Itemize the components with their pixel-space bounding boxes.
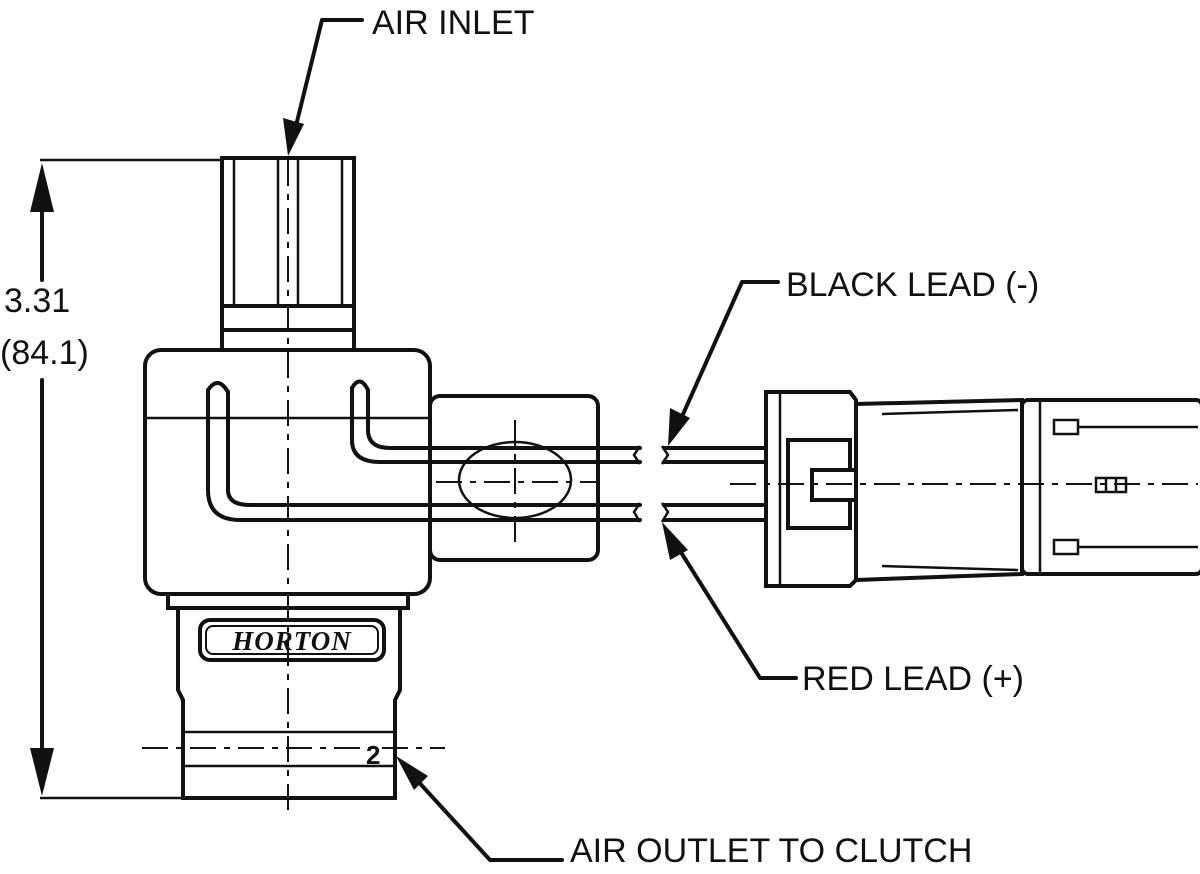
air-inlet-label: AIR INLET bbox=[372, 4, 534, 42]
connector-receptacle bbox=[1020, 398, 1200, 576]
height-dimension: 3.31 (84.1) bbox=[0, 158, 220, 800]
brand-badge bbox=[198, 618, 386, 662]
black-wire-outer bbox=[366, 388, 642, 450]
air-inlet-callout: AIR INLET bbox=[283, 4, 534, 156]
black-lead-callout: BLACK LEAD (-) bbox=[668, 266, 1039, 446]
black-wire-inner bbox=[350, 386, 642, 464]
electrical-connector: B A bbox=[764, 390, 1200, 588]
center-lines bbox=[142, 160, 1198, 810]
black-lead-arrow bbox=[668, 408, 690, 446]
connector-body bbox=[854, 397, 1024, 583]
air-outlet-label: AIR OUTLET TO CLUTCH bbox=[570, 832, 972, 870]
red-lead-callout: RED LEAD (+) bbox=[662, 522, 1024, 698]
dimension-inches: 3.31 bbox=[4, 282, 70, 320]
black-lead-label: BLACK LEAD (-) bbox=[786, 266, 1039, 304]
brand-logo: HORTON bbox=[231, 626, 352, 656]
dimension-arrow-up bbox=[30, 163, 54, 212]
lead-wires bbox=[660, 445, 772, 523]
air-outlet-arrow bbox=[396, 756, 428, 790]
red-wire-outer bbox=[226, 390, 642, 507]
red-lead-label: RED LEAD (+) bbox=[802, 660, 1024, 698]
red-wire-inner bbox=[206, 388, 642, 522]
dimension-arrow-down bbox=[30, 748, 54, 796]
solenoid-body bbox=[143, 348, 642, 596]
dimension-millimeters: (84.1) bbox=[0, 334, 89, 372]
air-outlet-callout: AIR OUTLET TO CLUTCH bbox=[396, 756, 972, 870]
port-number: 2 bbox=[366, 740, 380, 770]
red-lead-arrow bbox=[662, 522, 688, 560]
air-inlet-arrow bbox=[283, 118, 304, 156]
